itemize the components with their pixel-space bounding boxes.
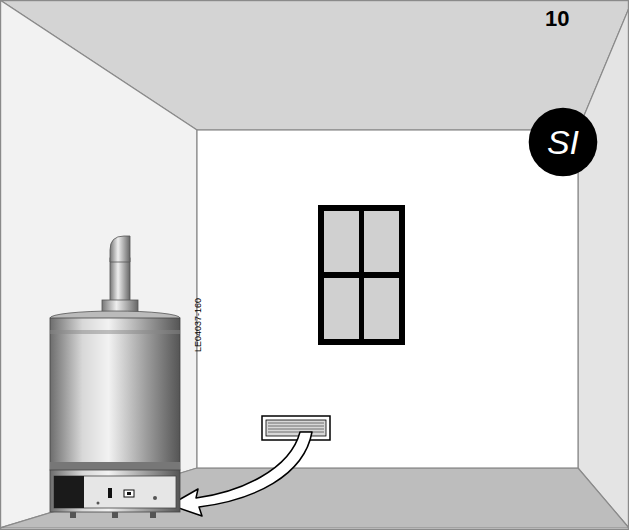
page-number: 10 <box>545 6 569 32</box>
badge-text: SI <box>547 123 579 162</box>
language-badge: SI <box>528 107 598 177</box>
figure-code: LE04037-160 <box>193 298 203 352</box>
